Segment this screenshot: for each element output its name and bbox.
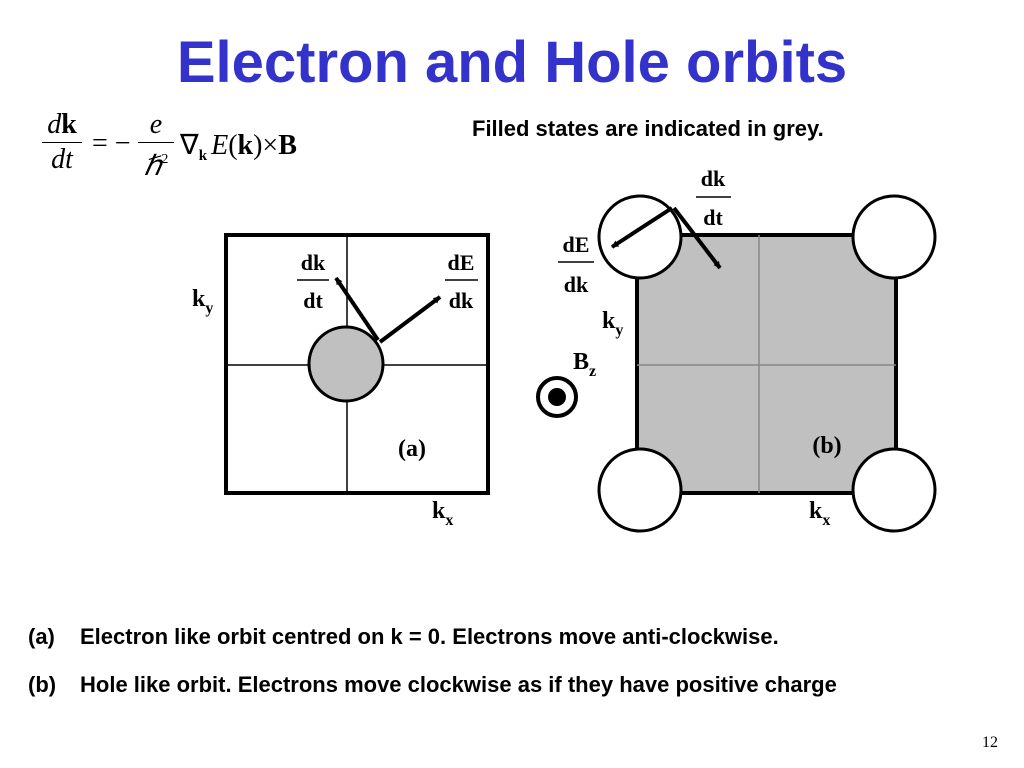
electron-orbit-filled-circle (307, 325, 385, 403)
eq-energy-symbol: E (211, 130, 229, 161)
page-number: 12 (982, 734, 998, 751)
nabla-subscript: k (198, 148, 208, 164)
caption-b-text: Hole like orbit. Electrons move clockwis… (80, 672, 837, 697)
dkdt-arrow-b (672, 206, 722, 270)
caption-b-marker: (b) (28, 672, 57, 697)
eq-equals-minus: = − (92, 128, 131, 159)
captions: (a) Electron like orbit centred on k = 0… (28, 622, 998, 718)
dEdk-denominator-b: dk (564, 272, 589, 297)
hole-pocket-bottom-right (851, 447, 937, 533)
nabla-symbol: ∇ (180, 130, 199, 161)
dEdk-denominator-a: dk (449, 288, 474, 313)
ky-label-a: ky (192, 286, 213, 317)
e-hbar-fraction: e ℏ2 (138, 108, 174, 184)
dEdk-numerator-b: dE (563, 232, 590, 257)
slide-title: Electron and Hole orbits (176, 30, 848, 95)
brillouin-zone-b-filled (635, 233, 898, 495)
diagram-b-hole-orbit: dk dt dE dk ky kx (b) Bz (536, 166, 937, 533)
diagram-a-electron-orbit: dk dt dE dk ky kx (a) (192, 233, 490, 529)
hole-pocket-bottom-left (597, 447, 683, 533)
magnetic-field-dot-icon (548, 388, 566, 406)
dkdt-numerator-a: dk (301, 250, 326, 275)
eq-k-vector: k (61, 109, 77, 140)
kx-label-a: kx (432, 498, 453, 529)
eq-charge-symbol: e (149, 109, 163, 140)
caption-a-text: Electron like orbit centred on k = 0. El… (80, 624, 779, 649)
dEdk-arrow-a (378, 295, 442, 344)
bz-label: Bz (573, 349, 596, 380)
caption-a-marker: (a) (28, 624, 55, 649)
caption-b: (b) Hole like orbit. Electrons move cloc… (28, 670, 998, 700)
eq-hbar-exponent: 2 (161, 152, 169, 167)
diagram-b-label: (b) (812, 433, 841, 459)
eq-hbar-symbol: ℏ (143, 151, 162, 182)
eq-b-field: B (278, 130, 297, 161)
eq-k-argument: k (237, 130, 254, 161)
eq-paren-open: ( (228, 130, 238, 161)
filled-states-note: Filled states are indicated in grey. (472, 116, 824, 141)
dEdk-arrow-b (610, 206, 674, 249)
dkdt-denominator-b: dt (703, 205, 723, 230)
dEdk-numerator-a: dE (448, 250, 475, 275)
caption-a: (a) Electron like orbit centred on k = 0… (28, 622, 998, 652)
eq-dt-symbol: dt (51, 144, 73, 175)
dkdt-numerator-b: dk (701, 166, 726, 191)
dkdt-arrow-a (334, 276, 380, 342)
eq-times-symbol: × (262, 130, 279, 161)
ky-label-b: ky (602, 308, 623, 339)
eq-paren-close: ) (253, 130, 263, 161)
kx-label-b: kx (809, 498, 830, 529)
dkdt-denominator-a: dt (303, 288, 323, 313)
hole-pocket-top-right (851, 194, 937, 280)
dk-dt-fraction: dk dt (42, 108, 82, 177)
diagram-a-label: (a) (398, 436, 426, 462)
eq-d-symbol: d (47, 109, 62, 140)
